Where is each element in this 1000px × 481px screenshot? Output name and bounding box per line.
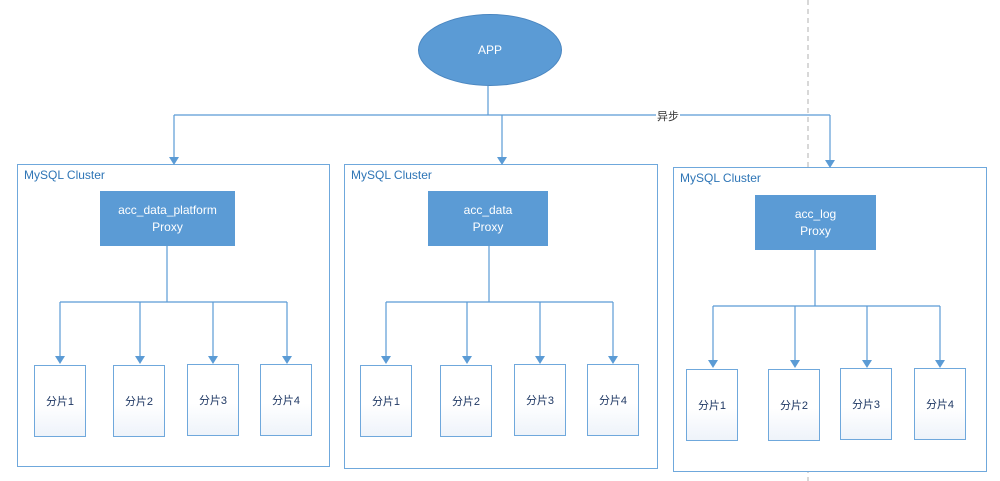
shard-label: 分片3: [198, 395, 228, 407]
proxy-name: acc_log: [794, 206, 837, 221]
shard-label: 分片2: [124, 396, 154, 408]
shard-node: 分片3: [187, 364, 239, 436]
shard-node: 分片1: [34, 365, 86, 437]
cluster-title: MySQL Cluster: [680, 171, 761, 185]
shard-label: 分片3: [525, 395, 555, 407]
shard-node: 分片4: [260, 364, 312, 436]
shard-label: 分片1: [697, 400, 727, 412]
shard-label: 分片4: [925, 399, 955, 411]
shard-label: 分片4: [271, 395, 301, 407]
shard-node: 分片4: [914, 368, 966, 440]
shard-label: 分片4: [598, 395, 628, 407]
shard-label: 分片1: [371, 396, 401, 408]
shard-node: 分片3: [840, 368, 892, 440]
shard-label: 分片1: [45, 396, 75, 408]
cluster-title: MySQL Cluster: [351, 168, 432, 182]
app-label: APP: [477, 43, 502, 57]
shard-label: 分片2: [779, 400, 809, 412]
shard-node: 分片4: [587, 364, 639, 436]
shard-node: 分片1: [686, 369, 738, 441]
app-node: APP: [418, 14, 562, 86]
async-label: 异步: [656, 108, 680, 124]
cluster-title: MySQL Cluster: [24, 168, 105, 182]
shard-label: 分片3: [851, 399, 881, 411]
proxy-node-1: acc_data_platform Proxy: [100, 191, 235, 246]
shard-node: 分片1: [360, 365, 412, 437]
shard-node: 分片3: [514, 364, 566, 436]
shard-node: 分片2: [440, 365, 492, 437]
shard-label: 分片2: [451, 396, 481, 408]
arrowhead: [825, 160, 835, 168]
arrowhead: [169, 157, 179, 165]
proxy-role: Proxy: [152, 219, 183, 234]
shard-node: 分片2: [113, 365, 165, 437]
proxy-role: Proxy: [800, 223, 831, 238]
arrowhead: [497, 157, 507, 165]
proxy-node-3: acc_log Proxy: [755, 195, 876, 250]
proxy-node-2: acc_data Proxy: [428, 191, 548, 246]
proxy-name: acc_data: [463, 202, 513, 217]
proxy-name: acc_data_platform: [118, 202, 217, 217]
proxy-role: Proxy: [472, 219, 504, 234]
shard-node: 分片2: [768, 369, 820, 441]
